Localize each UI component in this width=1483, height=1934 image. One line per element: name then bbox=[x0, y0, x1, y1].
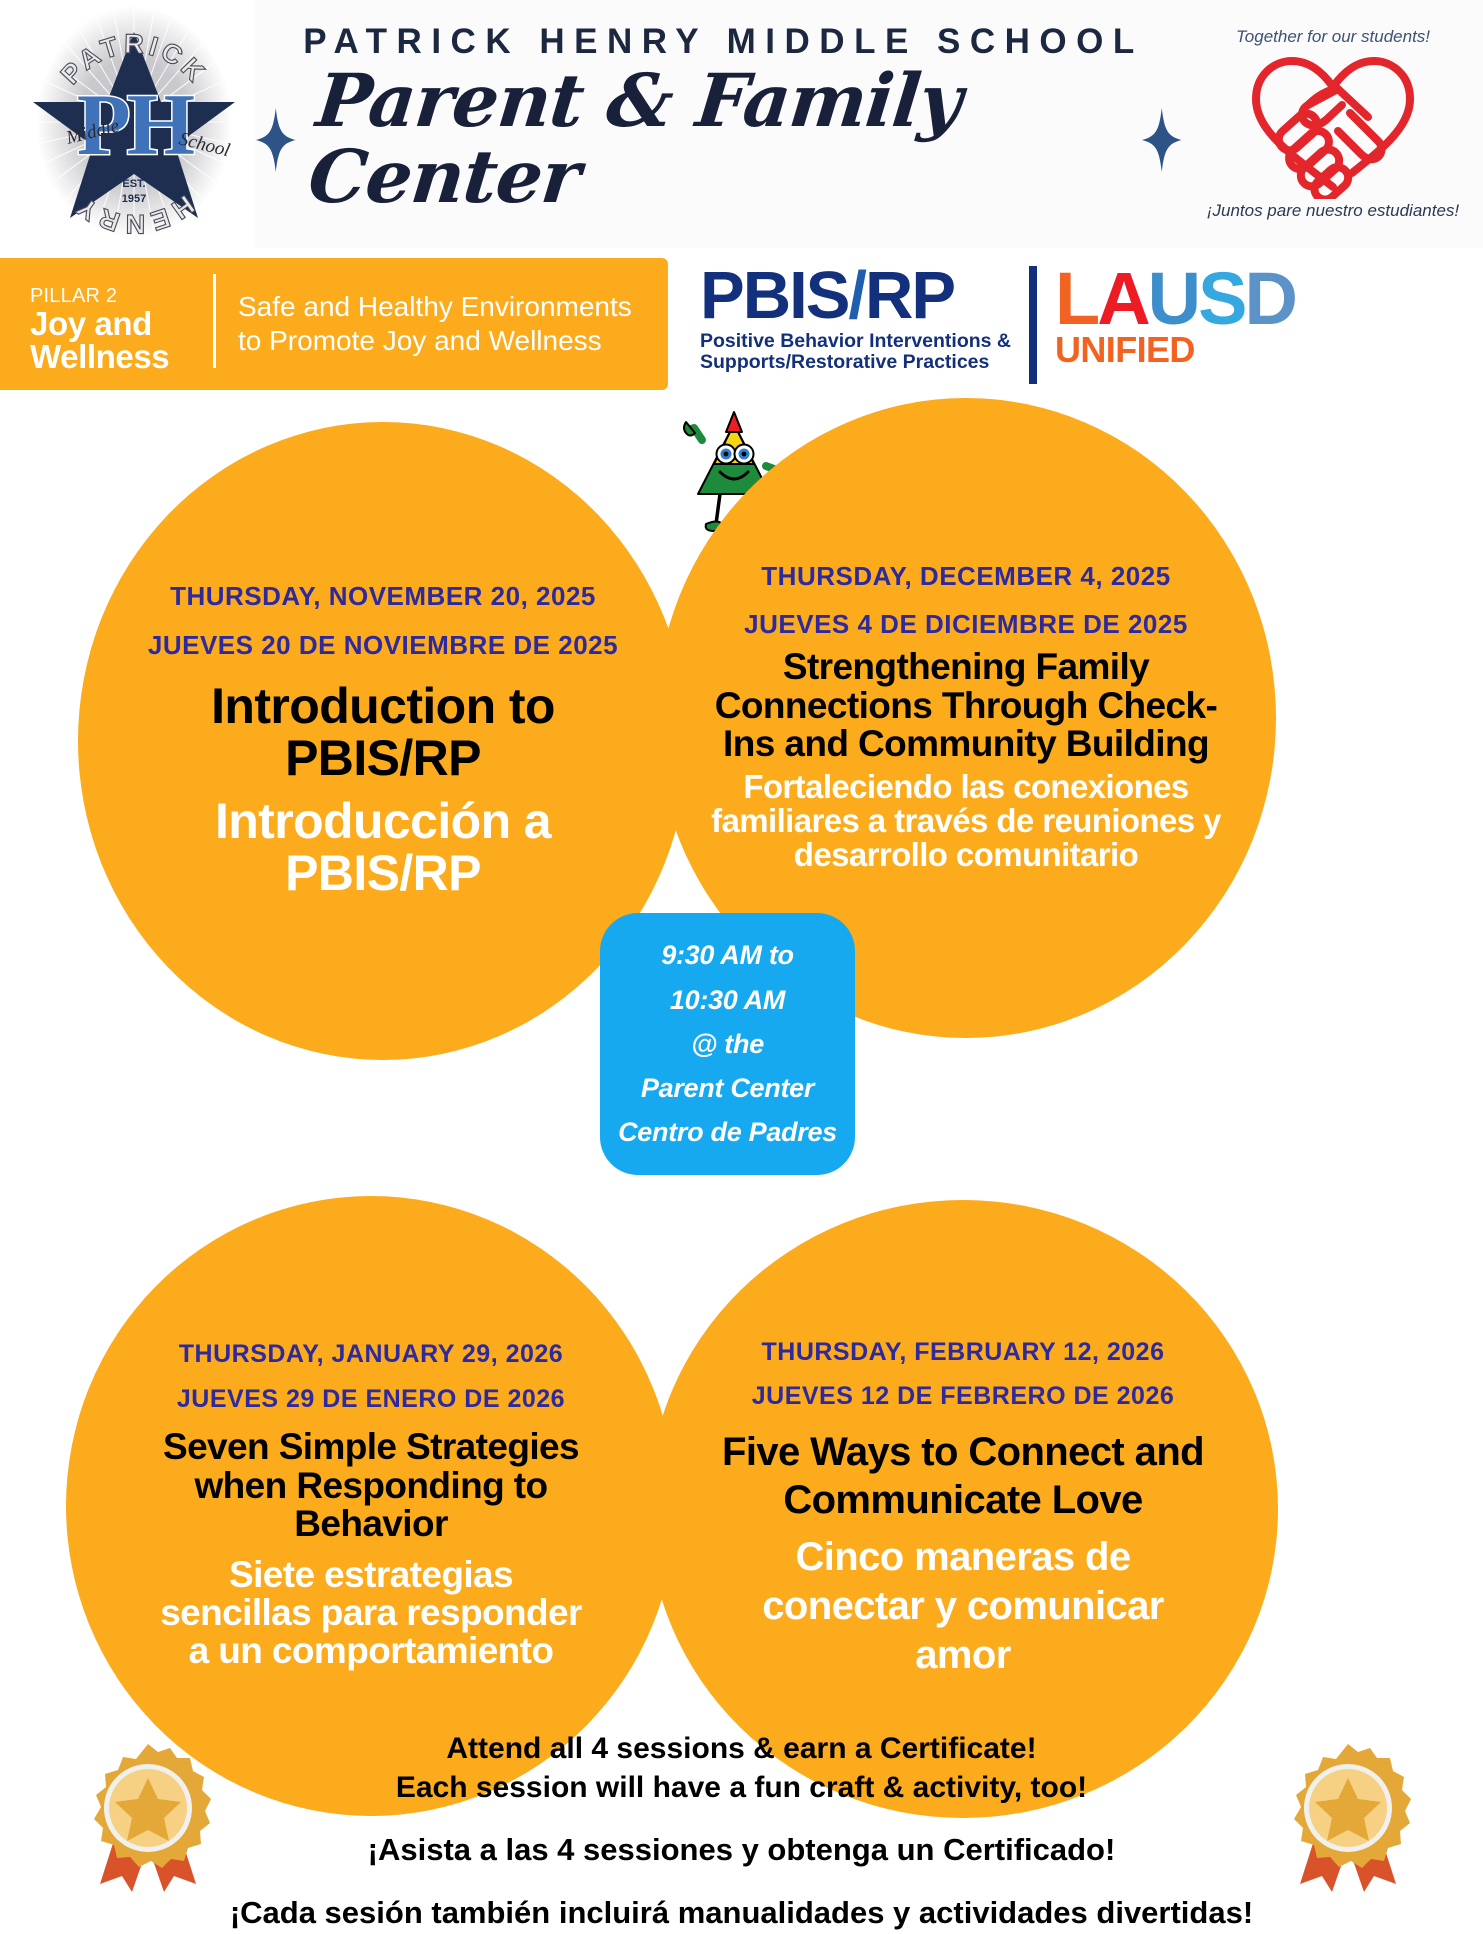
award-ribbon-left-icon bbox=[94, 1744, 211, 1892]
location-es: Centro de Padres bbox=[618, 1117, 837, 1148]
pbis-slash: / bbox=[848, 258, 867, 333]
session-2-content: THURSDAY, DECEMBER 4, 2025 JUEVES 4 DE D… bbox=[706, 563, 1227, 872]
footer-es-line2: ¡Cada sesión también incluirá manualidad… bbox=[229, 1894, 1254, 1930]
logo-row: PBIS/RP Positive Behavior Interventions … bbox=[700, 258, 1483, 390]
pbis-rp-logo: PBIS/RP Positive Behavior Interventions … bbox=[700, 258, 1011, 374]
pillar-divider bbox=[213, 274, 216, 368]
pillar-kicker: PILLAR 2 bbox=[30, 285, 118, 307]
parent-family-center-row: Parent & Family Center bbox=[255, 58, 1183, 220]
session-2-title-en: Strengthening Family Connections Through… bbox=[714, 646, 1218, 765]
time-line-2: 10:30 AM bbox=[669, 984, 786, 1015]
lausd-letter-l: L bbox=[1055, 257, 1100, 340]
footer-text-block: Attend all 4 sessions & earn a Certifica… bbox=[230, 1729, 1253, 1934]
session-1-title-es: Introducción a PBIS/RP bbox=[214, 792, 552, 901]
school-name: PATRICK HENRY MIDDLE SCHOOL bbox=[303, 22, 1144, 62]
session-1-content: THURSDAY, NOVEMBER 20, 2025 JUEVES 20 DE… bbox=[145, 581, 621, 901]
award-ribbon-right-icon bbox=[1294, 1744, 1411, 1892]
session-circle-3[interactable]: THURSDAY, JANUARY 29, 2026 JUEVES 29 DE … bbox=[66, 1196, 676, 1816]
pillar-banner: PILLAR 2 Joy and Wellness Safe and Healt… bbox=[0, 258, 668, 390]
sparkle-left-icon bbox=[255, 107, 296, 173]
header-banner: PH PATRICK HENRY Middle School EST. 1957… bbox=[0, 0, 1483, 248]
session-2-date-en: THURSDAY, DECEMBER 4, 2025 bbox=[761, 561, 1171, 592]
session-3-title-en: Seven Simple Strategies when Responding … bbox=[163, 1426, 580, 1545]
lausd-letter-a: A bbox=[1097, 257, 1150, 340]
session-2-date-es: JUEVES 4 DE DICIEMBRE DE 2025 bbox=[744, 608, 1188, 639]
session-1-title-en: Introduction to PBIS/RP bbox=[211, 677, 555, 786]
header-titles: PATRICK HENRY MIDDLE SCHOOL Parent & Fam… bbox=[255, 0, 1183, 248]
footer-en-line1: Attend all 4 sessions & earn a Certifica… bbox=[446, 1731, 1037, 1765]
session-3-content: THURSDAY, JANUARY 29, 2026 JUEVES 29 DE … bbox=[158, 1341, 585, 1671]
pbis-subtitle-line2: Supports/Restorative Practices bbox=[700, 351, 990, 374]
session-3-date-en: THURSDAY, JANUARY 29, 2026 bbox=[178, 1340, 564, 1369]
pillar-tagline-group: Safe and Healthy Environments to Promote… bbox=[216, 258, 668, 390]
pbis-subtitle: Positive Behavior Interventions & Suppor… bbox=[700, 329, 1012, 375]
session-1-date-es: JUEVES 20 DE NOVIEMBRE DE 2025 bbox=[147, 630, 619, 660]
sparkle-right-icon bbox=[1142, 107, 1183, 173]
rp-text: RP bbox=[865, 258, 956, 333]
footer-en-line2: Each session will have a fun craft & act… bbox=[395, 1771, 1088, 1805]
lausd-letter-u: U bbox=[1147, 257, 1201, 340]
pbis-subtitle-line1: Positive Behavior Interventions & bbox=[700, 329, 1012, 352]
time-location-box: 9:30 AM to 10:30 AM @ the Parent Center … bbox=[600, 913, 855, 1175]
lausd-logo: LAUSD UNIFIED bbox=[1055, 258, 1298, 370]
time-line-1: 9:30 AM to bbox=[661, 940, 794, 971]
session-circle-4[interactable]: THURSDAY, FEBRUARY 12, 2026 JUEVES 12 DE… bbox=[648, 1200, 1278, 1818]
partner-tagline-en: Together for our students! bbox=[1235, 27, 1431, 46]
session-4-date-es: JUEVES 12 DE FEBRERO DE 2026 bbox=[751, 1382, 1175, 1410]
pillar-label-group: PILLAR 2 Joy and Wellness bbox=[0, 258, 213, 390]
session-3-title-es: Siete estrategias sencillas para respond… bbox=[160, 1553, 582, 1672]
pillar-tagline: Safe and Healthy Environments to Promote… bbox=[238, 290, 632, 356]
pbis-text: PBIS bbox=[700, 258, 850, 333]
session-4-title-es: Cinco maneras de conectar y comunicar am… bbox=[762, 1535, 1164, 1677]
lausd-unified-label: UNIFIED bbox=[1055, 328, 1195, 370]
svg-text:1957: 1957 bbox=[122, 193, 146, 205]
patrick-henry-crest-icon: PH PATRICK HENRY Middle School EST. 1957 bbox=[33, 6, 235, 239]
pillar-title: Joy and Wellness bbox=[30, 305, 170, 375]
lausd-letter-d: D bbox=[1244, 257, 1297, 340]
location-en: Parent Center bbox=[640, 1073, 815, 1104]
logo-separator bbox=[1029, 266, 1038, 384]
session-circle-1[interactable]: THURSDAY, NOVEMBER 20, 2025 JUEVES 20 DE… bbox=[78, 422, 688, 1060]
partner-logo-block: Together for our students! ¡Juntos pare … bbox=[1183, 0, 1483, 248]
partner-tagline-es: ¡Juntos pare nuestro estudiantes! bbox=[1206, 201, 1460, 220]
svg-text:EST.: EST. bbox=[122, 178, 145, 190]
school-crest-container: PH PATRICK HENRY Middle School EST. 1957 bbox=[0, 0, 255, 248]
session-4-content: THURSDAY, FEBRUARY 12, 2026 JUEVES 12 DE… bbox=[711, 1337, 1215, 1680]
parent-family-center-title: Parent & Family Center bbox=[304, 58, 966, 220]
session-4-title-en: Five Ways to Connect and Communicate Lov… bbox=[722, 1429, 1205, 1523]
svg-text:PH: PH bbox=[77, 77, 194, 174]
session-1-date-en: THURSDAY, NOVEMBER 20, 2025 bbox=[170, 581, 596, 612]
session-4-date-en: THURSDAY, FEBRUARY 12, 2026 bbox=[761, 1337, 1165, 1366]
lausd-letter-s: S bbox=[1198, 257, 1247, 340]
lausd-wordmark: LAUSD bbox=[1055, 262, 1298, 336]
handshake-heart-icon bbox=[1252, 57, 1414, 199]
session-2-title-es: Fortaleciendo las conexiones familiares … bbox=[711, 767, 1221, 874]
pbis-rp-wordmark: PBIS/RP bbox=[700, 262, 1011, 329]
footer-es-line1: ¡Asista a las 4 sessiones y obtenga un C… bbox=[367, 1831, 1116, 1867]
session-3-date-es: JUEVES 29 DE ENERO DE 2026 bbox=[176, 1384, 566, 1413]
footer-note: Attend all 4 sessions & earn a Certifica… bbox=[0, 1732, 1483, 1930]
time-line-3: @ the bbox=[691, 1028, 764, 1059]
